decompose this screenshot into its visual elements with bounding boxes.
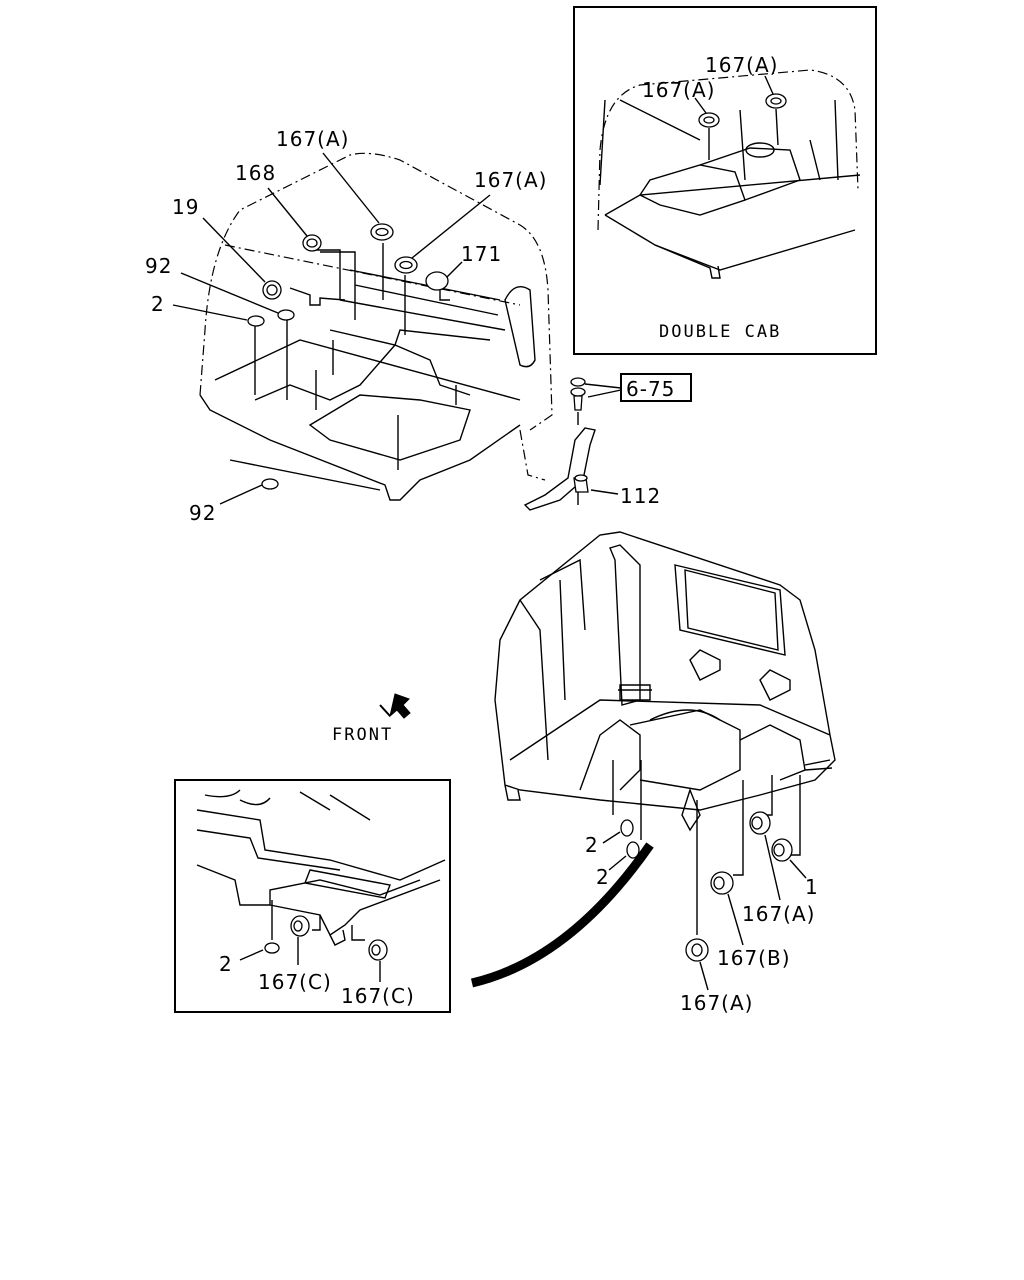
- seal-92-top: [277, 309, 295, 321]
- label-167a-mid: 167(A): [742, 902, 815, 926]
- double-cab-rear-floor: [699, 147, 801, 201]
- underside-outline: [494, 531, 836, 811]
- cab-rear-bar: [329, 329, 491, 346]
- label-1: 1: [805, 875, 819, 899]
- label-167c-1: 167(C): [258, 970, 332, 994]
- underside-pillar-clamp: [618, 684, 652, 701]
- label-6-75: 6-75: [626, 377, 675, 401]
- double-cab-tunnel: [638, 164, 746, 216]
- label-167a-dc-second: 167(A): [642, 78, 715, 102]
- main-cab-top-view: 167(A) 168 167(A) 19 171 92 2 92: [145, 127, 553, 525]
- grommet-1: [771, 838, 793, 862]
- grommet-167c-2: [368, 939, 388, 961]
- label-19: 19: [172, 195, 199, 219]
- seal-92-bottom: [261, 478, 279, 490]
- underside-mount-2: [759, 669, 791, 701]
- underside-edge-detail: [804, 759, 833, 771]
- grommet-167a-mid: [749, 811, 771, 835]
- seal-2-top: [247, 315, 265, 327]
- bolt-6-75: [570, 377, 586, 425]
- cab-floor-line: [214, 339, 521, 401]
- underside-pillar: [609, 544, 641, 706]
- double-cab-inset: 167(A) 167(A) DOUBLE CAB: [573, 6, 877, 355]
- underside-floor-box: [629, 709, 741, 791]
- label-171: 171: [461, 242, 502, 266]
- label-92-top: 92: [145, 254, 172, 278]
- label-167a-second: 167(A): [474, 168, 547, 192]
- label-168: 168: [235, 161, 276, 185]
- bracket-body: [523, 427, 596, 511]
- label-92-bottom: 92: [189, 501, 216, 525]
- detail-inset: 2 167(C) 167(C): [174, 779, 451, 1013]
- label-167a-dc-top: 167(A): [705, 53, 778, 77]
- detail-upper-floor: [196, 809, 446, 881]
- ref-6-75-leaders: [584, 383, 622, 398]
- grommet-167a-low: [685, 938, 709, 962]
- cab-underside-view: 2 2 1 167(A) 167(B) 167(A): [494, 531, 836, 1015]
- underside-bracket: [504, 784, 521, 801]
- label-167c-2: 167(C): [341, 984, 415, 1008]
- label-167a-top: 167(A): [276, 127, 349, 151]
- front-arrow-icon: [389, 693, 411, 719]
- cab-floor-front-edge: [199, 394, 521, 501]
- underside-floor-edge: [509, 699, 831, 761]
- label-167b: 167(B): [717, 946, 791, 970]
- detail-crossbar: [304, 869, 391, 899]
- cab-rear-ribs: [339, 269, 506, 331]
- seal-2-inset: [264, 942, 280, 954]
- grommet-167c-1: [290, 915, 310, 937]
- cap-171: [425, 271, 449, 291]
- seal-2-mid1: [620, 819, 634, 837]
- label-2-mid1: 2: [585, 833, 599, 857]
- grommet-167b: [710, 871, 734, 895]
- cab-floor-ridges: [254, 344, 471, 401]
- bracket-phantom-line: [519, 429, 546, 481]
- underside-mount-1: [689, 649, 721, 681]
- cab-bottom-line: [229, 459, 381, 491]
- label-2-top: 2: [151, 292, 165, 316]
- underside-rear-window: [674, 564, 786, 656]
- double-cab-front-edge: [654, 244, 721, 279]
- detail-upper-ribs: [204, 789, 371, 821]
- nut-112: [573, 474, 589, 493]
- double-cab-hole: [745, 142, 775, 158]
- bracket-assembly: 6-75 112: [519, 373, 692, 511]
- cab-outline: [199, 152, 553, 431]
- plug-168: [302, 234, 322, 252]
- grommet-167a-dc1: [694, 97, 720, 160]
- label-167a-low: 167(A): [680, 991, 753, 1015]
- front-direction: FRONT: [332, 693, 411, 745]
- label-double-cab: DOUBLE CAB: [659, 322, 781, 342]
- plug-19: [262, 280, 282, 300]
- underside-rear-window-inner: [684, 569, 779, 651]
- detail-connector-curve: [470, 842, 654, 988]
- detail-lower-floor: [196, 864, 421, 906]
- underside-rear-rail: [739, 724, 806, 781]
- detail-bracket: [329, 929, 346, 946]
- label-112: 112: [620, 484, 661, 508]
- detail-bottom-rail: [269, 879, 441, 937]
- underside-floor-bump: [649, 709, 721, 721]
- cab-floor-panel: [308, 394, 471, 461]
- cab-rear-window: [504, 286, 536, 368]
- double-cab-details: [599, 99, 839, 186]
- detail-inset-frame: [174, 779, 451, 1013]
- grommet-167a-dc2: [764, 75, 787, 146]
- double-cab-frame: [573, 6, 877, 355]
- label-2-mid2: 2: [596, 865, 610, 889]
- grommet-167a-top: [370, 223, 394, 241]
- label-front: FRONT: [332, 725, 393, 745]
- label-2-inset: 2: [219, 952, 233, 976]
- underside-side-panel: [519, 558, 586, 761]
- underside-front-rail: [579, 719, 641, 791]
- grommet-167a-second: [394, 256, 418, 274]
- seal-2-mid2: [626, 841, 640, 859]
